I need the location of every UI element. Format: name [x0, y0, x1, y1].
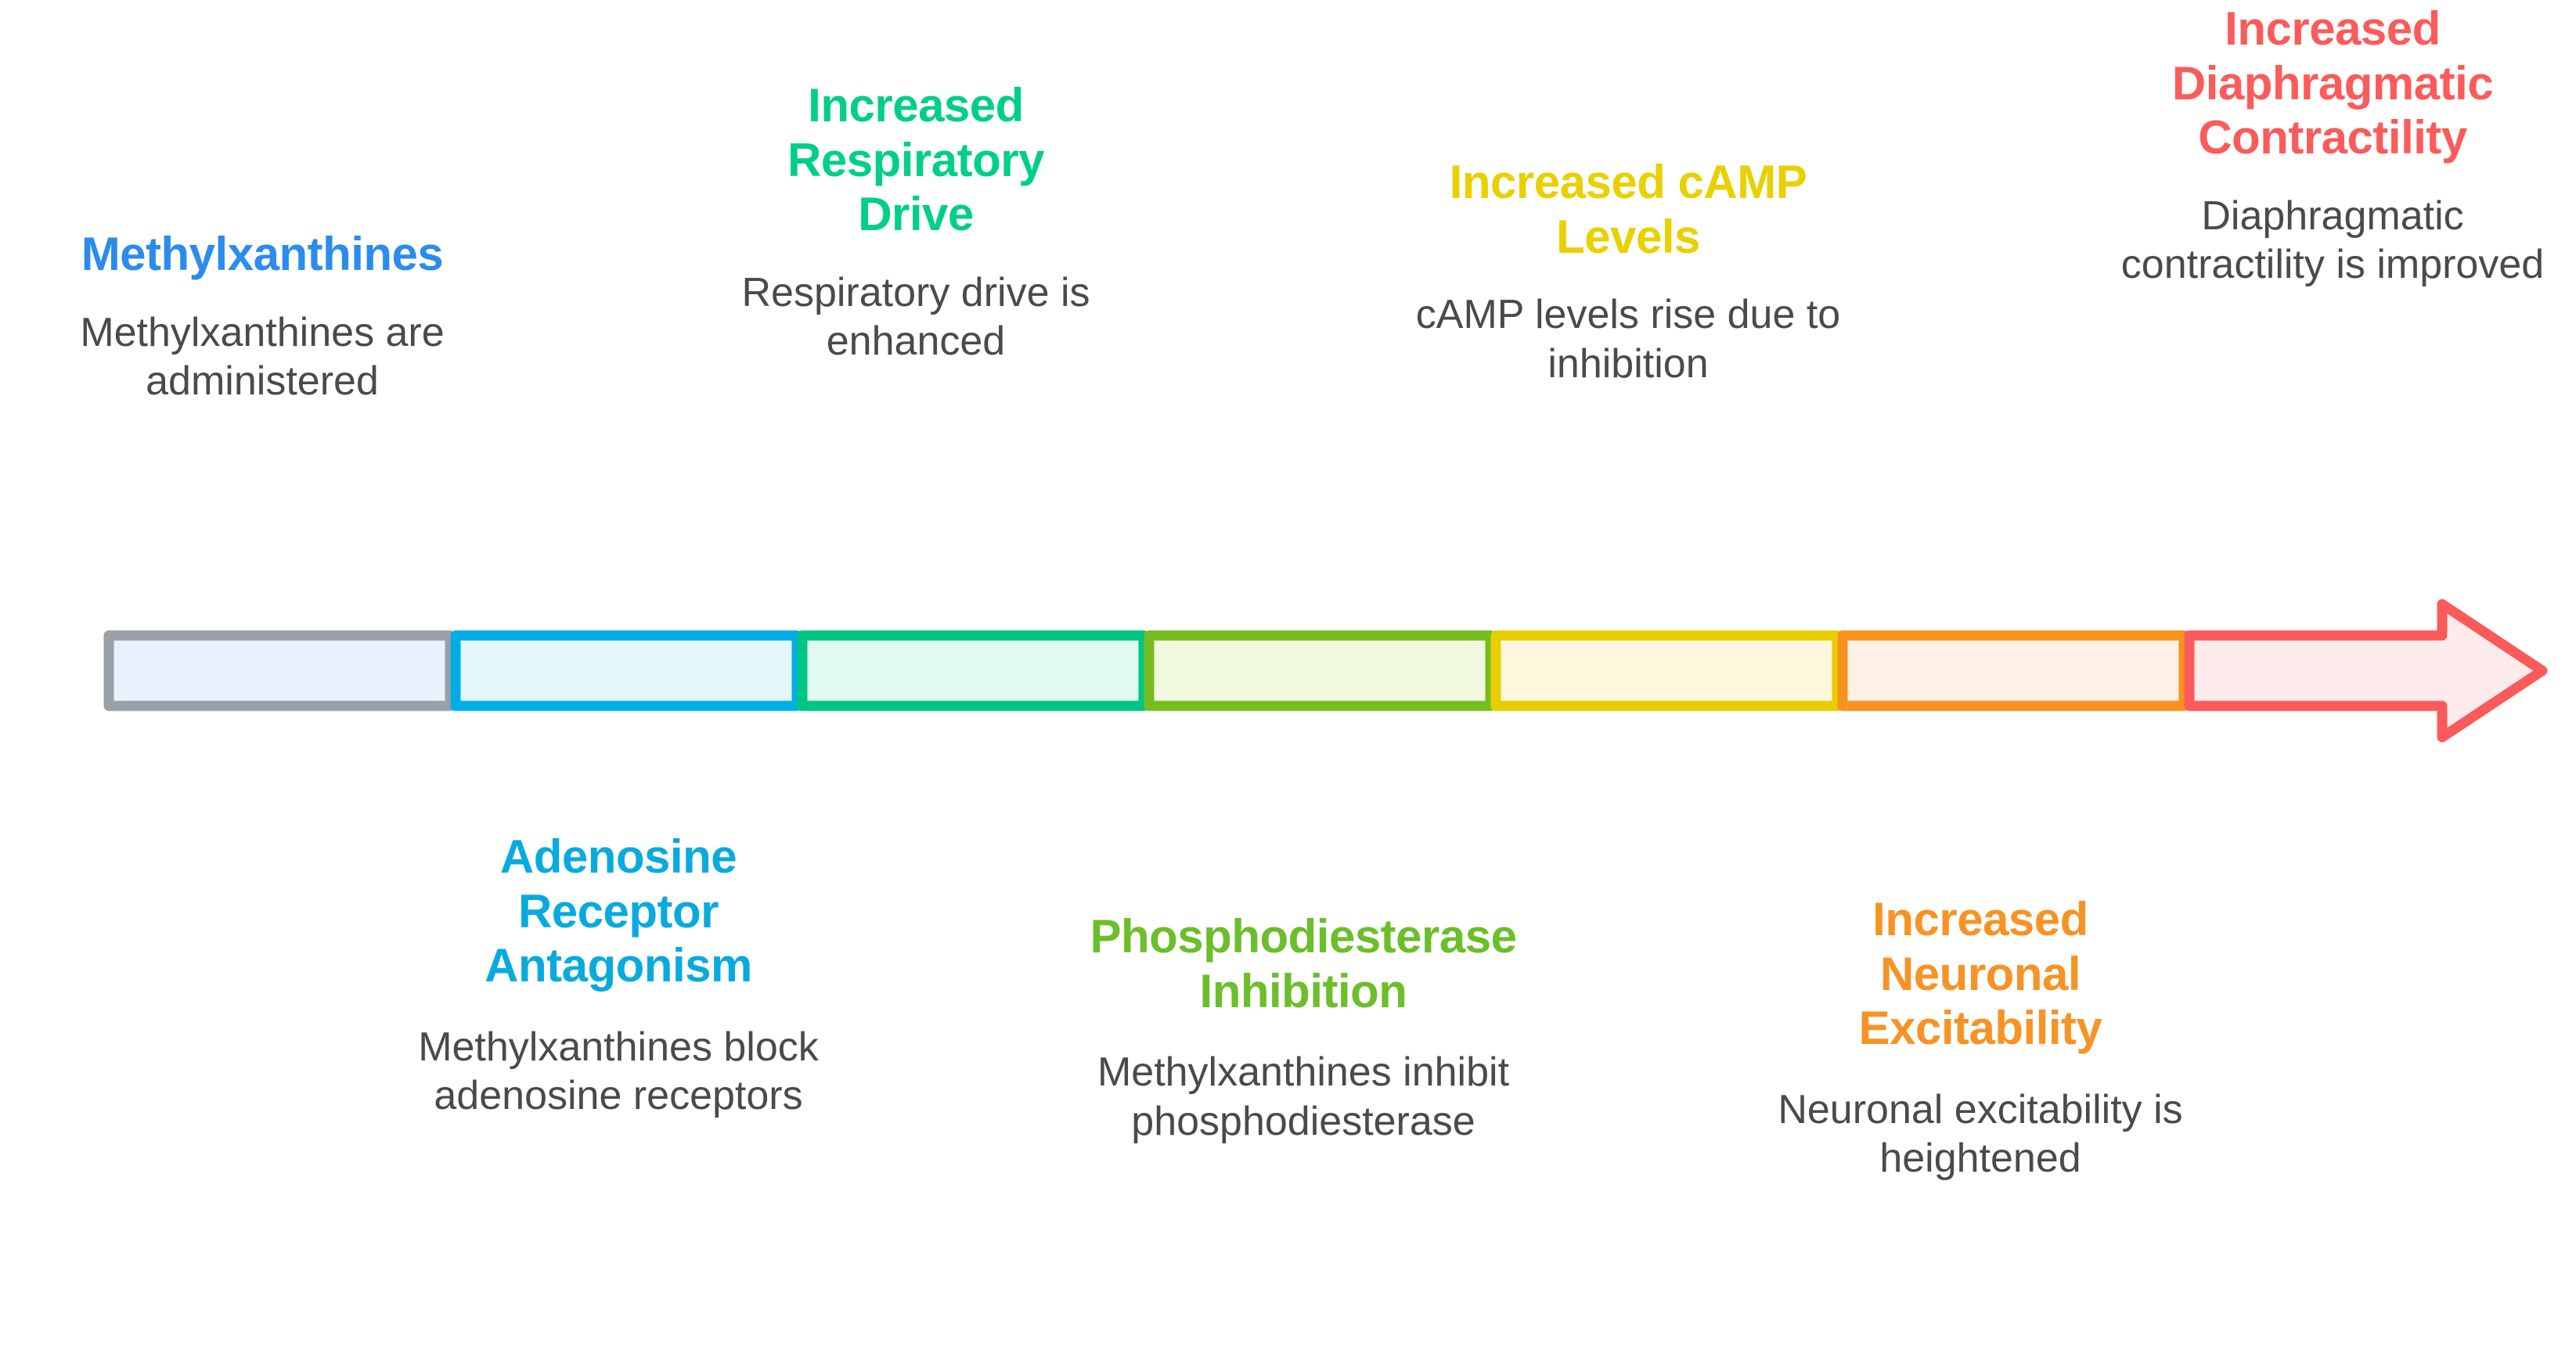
- step-1-description: Methylxanthines are administered: [80, 309, 445, 404]
- step-7-description: Diaphragmatic contractility is improved: [2120, 193, 2545, 288]
- arrow-segment-3[interactable]: [797, 630, 1149, 711]
- arrow-segment-6[interactable]: [1837, 630, 2189, 711]
- arrow-segment-4[interactable]: [1144, 630, 1496, 711]
- step-2-description: Methylxanthines block adenosine receptor…: [418, 1024, 819, 1119]
- step-6-description: Neuronal excitability is heightened: [1778, 1086, 2183, 1182]
- step-4-title: Phosphodiesterase Inhibition: [1090, 910, 1517, 1017]
- step-5-title: Increased cAMP Levels: [1449, 156, 1807, 263]
- step-3-title: Increased Respiratory Drive: [787, 79, 1044, 241]
- step-5-label-above: Increased cAMP Levels cAMP levels rise d…: [1378, 155, 1879, 388]
- step-2-title: Adenosine Receptor Antagonism: [485, 830, 752, 992]
- step-3-description: Respiratory drive is enhanced: [741, 269, 1090, 365]
- arrow-segment-2[interactable]: [450, 630, 802, 711]
- step-7-title: Increased Diaphragmatic Contractility: [2171, 2, 2494, 164]
- arrow-segment-7-head[interactable]: [2184, 599, 2548, 743]
- step-6-label-below: Increased Neuronal Excitability Neuronal…: [1730, 892, 2231, 1183]
- step-3-label-above: Increased Respiratory Drive Respiratory …: [689, 78, 1143, 366]
- arrow-segment-5[interactable]: [1490, 630, 1843, 711]
- step-6-title: Increased Neuronal Excitability: [1858, 893, 2102, 1055]
- arrow-segment-1[interactable]: [103, 630, 456, 711]
- step-7-label-above: Increased Diaphragmatic Contractility Di…: [2082, 2, 2576, 290]
- step-1-title: Methylxanthines: [81, 228, 444, 280]
- step-4-label-below: Phosphodiesterase Inhibition Methylxanth…: [1010, 909, 1597, 1146]
- step-1-label-above: Methylxanthines Methylxanthines are admi…: [0, 227, 548, 405]
- step-4-description: Methylxanthines inhibit phosphodiesteras…: [1097, 1049, 1510, 1144]
- step-2-label-below: Adenosine Receptor Antagonism Methylxant…: [368, 830, 869, 1121]
- step-5-description: cAMP levels rise due to inhibition: [1415, 292, 1841, 387]
